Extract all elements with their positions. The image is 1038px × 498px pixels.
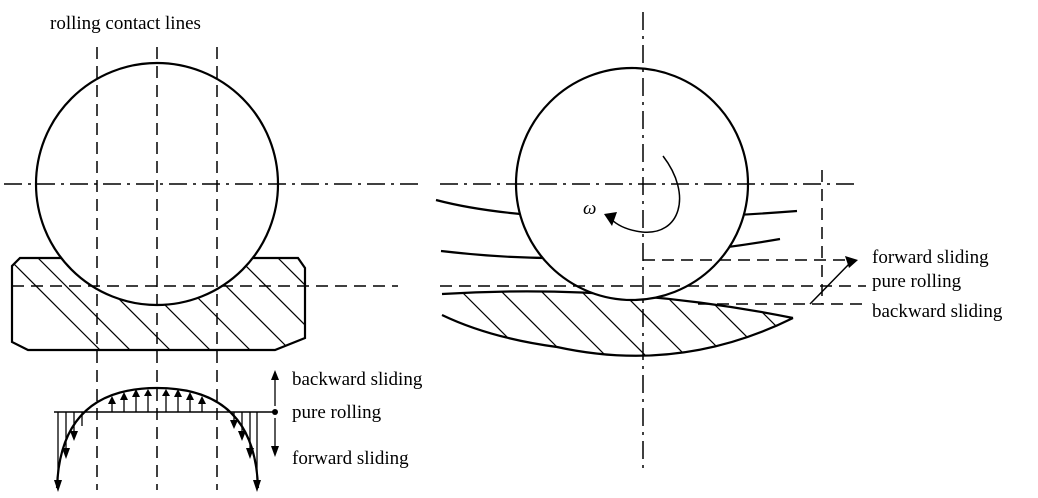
velocity-gradient-line [809, 261, 852, 305]
left-forward-sliding-label: forward sliding [292, 448, 409, 469]
forward-velocity-arrowhead [845, 256, 858, 268]
left-backward-sliding-label: backward sliding [292, 369, 423, 390]
right-backward-sliding-label: backward sliding [872, 301, 1003, 322]
forward-sliding-arrowheads [54, 420, 261, 492]
velocity-distribution-plot [54, 370, 279, 492]
pure-rolling-point [272, 409, 278, 415]
omega-label: ω [583, 198, 596, 219]
forward-legend-arrowhead [271, 446, 279, 457]
right-forward-sliding-label: forward sliding [872, 247, 989, 268]
left-figure [4, 47, 420, 492]
right-figure [435, 12, 866, 472]
right-block-bottom-edge [441, 314, 794, 357]
backward-sliding-arrowheads [108, 389, 206, 404]
rolling-contact-lines-label: rolling contact lines [50, 13, 201, 34]
left-pure-rolling-label: pure rolling [292, 402, 382, 423]
backward-legend-arrowhead [271, 370, 279, 380]
left-block-outline [10, 256, 307, 352]
right-pure-rolling-label: pure rolling [872, 271, 962, 292]
rotation-arrowhead [604, 212, 617, 226]
velocity-profile-curve [55, 386, 260, 489]
rotation-arc [610, 155, 681, 233]
